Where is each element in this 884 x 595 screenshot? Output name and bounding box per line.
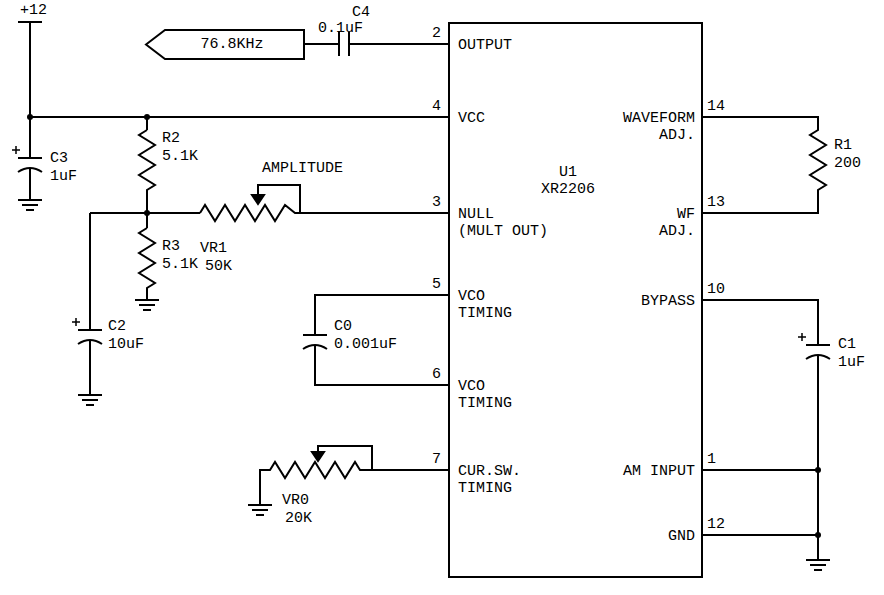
wire — [29, 168, 31, 200]
pin-name: VCC — [458, 110, 485, 127]
component-name: R3 — [162, 238, 180, 255]
pin-number: 13 — [707, 194, 725, 211]
supply-label: +12 — [20, 2, 47, 19]
wire — [305, 43, 339, 45]
pin-name: NULL — [458, 206, 494, 223]
wire — [30, 116, 448, 118]
pin-number: 7 — [432, 451, 441, 468]
component-name: C1 — [838, 336, 856, 353]
wire — [315, 295, 448, 335]
component-value: 1uF — [838, 354, 865, 371]
component-value: 0.1uF — [318, 20, 363, 37]
pin-number: 10 — [707, 281, 725, 298]
ic-package: OUTPUT VCC NULL(MULT OUT) VCO TIMING VCO TIM… — [448, 22, 703, 578]
component-name: C4 — [352, 4, 370, 21]
component-value: 10uF — [108, 336, 144, 353]
ground-symbol — [248, 505, 272, 515]
ground-symbol — [78, 395, 102, 405]
pin-name: CUR.SW. TIMING — [458, 463, 524, 497]
pin-number: 1 — [707, 451, 716, 468]
pin-number: 3 — [432, 194, 441, 211]
pin-number: 2 — [432, 25, 441, 42]
component-value: 50K — [205, 258, 232, 275]
pin-name: BYPASS — [641, 293, 695, 310]
component-name: R2 — [162, 130, 180, 147]
capacitor-plate — [806, 344, 830, 346]
wire — [703, 534, 818, 536]
pin-name: GND — [668, 528, 695, 545]
pin-number: 14 — [707, 98, 725, 115]
pin-name: (MULT OUT) — [458, 223, 548, 240]
resistor-symbol — [703, 117, 826, 213]
component-name: R1 — [834, 137, 852, 154]
pin-number: 5 — [432, 276, 441, 293]
pin-number: 12 — [707, 516, 725, 533]
resistor-symbol — [139, 228, 155, 300]
ground-symbol — [135, 300, 159, 310]
pin-name: VCO TIMING — [458, 378, 515, 412]
polarity-mark — [72, 318, 80, 326]
ground-symbol — [806, 560, 830, 570]
pin-number: 4 — [432, 98, 441, 115]
component-name: VR1 — [200, 240, 227, 257]
component-name: C3 — [50, 150, 68, 167]
capacitor-plate — [18, 157, 42, 159]
pin-number: 6 — [432, 366, 441, 383]
component-value: 20K — [285, 510, 312, 527]
pin-name: WF ADJ. — [656, 206, 695, 240]
potentiometer-symbol — [200, 205, 448, 221]
component-value: 5.1K — [162, 256, 198, 273]
pin-name: WAVEFORM ADJ. — [620, 110, 695, 144]
polarity-mark — [798, 333, 806, 341]
wire — [89, 340, 91, 395]
wire — [349, 43, 448, 45]
wiper-arrow — [252, 195, 264, 204]
component-value: 1uF — [50, 168, 77, 185]
pin-name: OUTPUT — [458, 37, 512, 54]
wire — [89, 213, 91, 330]
wiper-wire — [258, 185, 300, 213]
polarity-mark — [12, 146, 20, 154]
ground-symbol — [18, 200, 42, 210]
wire — [703, 469, 818, 471]
flag-shape — [146, 30, 304, 59]
component-value: 0.001uF — [334, 336, 397, 353]
component-name: VR0 — [282, 492, 309, 509]
signal-label: 76.8KHz — [200, 36, 263, 53]
wire — [703, 300, 818, 345]
capacitor-plate — [78, 329, 102, 331]
pin-name: AM INPUT — [623, 463, 695, 480]
capacitor-plate — [303, 334, 327, 336]
component-value: 5.1K — [162, 148, 198, 165]
pin-name: VCO TIMING — [458, 288, 515, 322]
wire — [817, 355, 819, 560]
output-flag: 76.8KHz — [145, 29, 305, 60]
component-name: C2 — [108, 318, 126, 335]
wiper-arrow — [312, 452, 324, 461]
wire — [29, 22, 31, 158]
component-name: C0 — [334, 318, 352, 335]
wiper-wire — [318, 446, 372, 470]
control-label: AMPLITUDE — [262, 160, 343, 177]
part-designator: U1 XR2206 — [535, 164, 601, 198]
component-value: 200 — [834, 155, 861, 172]
